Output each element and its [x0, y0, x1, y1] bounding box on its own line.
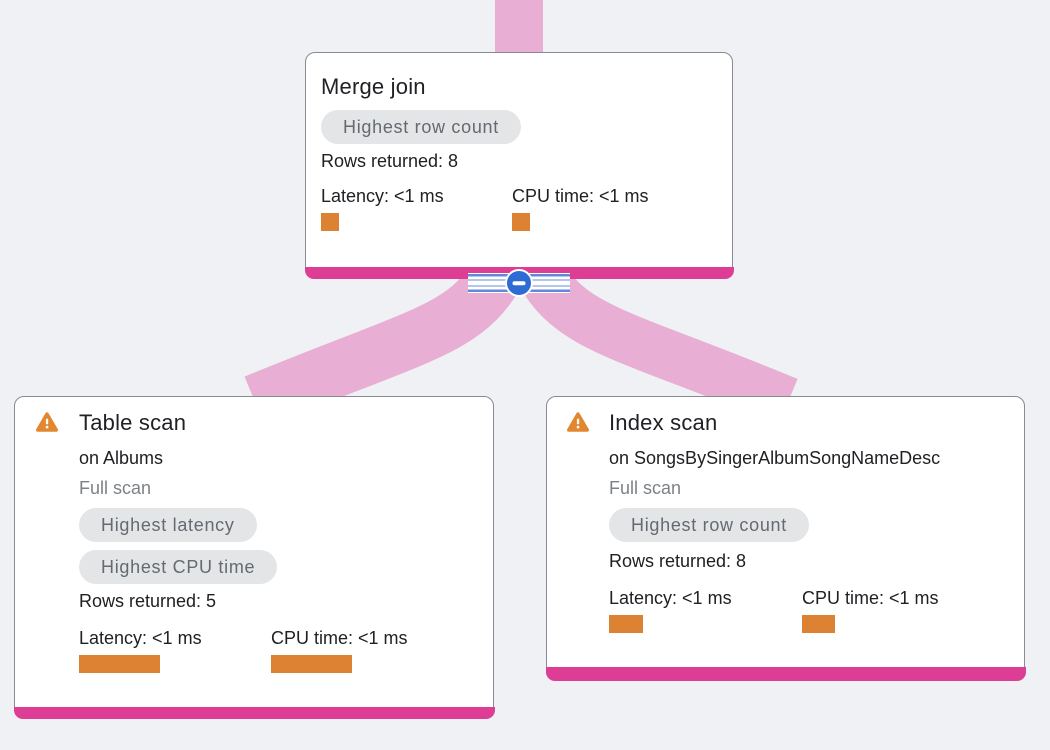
latency-bar	[609, 615, 643, 633]
minus-icon[interactable]	[505, 269, 533, 297]
scan-type: Full scan	[609, 478, 682, 498]
rows-returned: Rows returned: 8	[321, 151, 459, 171]
card-accent-bar	[13, 706, 495, 719]
node-title: Index scan	[609, 410, 718, 435]
warning-triangle-icon	[35, 410, 59, 434]
scan-target: on SongsBySingerAlbumSongNameDesc	[609, 448, 941, 468]
cpu-time-bar	[802, 615, 835, 633]
cpu-time-value: CPU time: <1 ms	[271, 628, 408, 648]
cpu-time-value: CPU time: <1 ms	[512, 186, 649, 206]
badge-highest-row-count: Highest row count	[321, 110, 521, 144]
badge-highest-row-count: Highest row count	[609, 508, 809, 542]
node-card-merge-join[interactable]: Merge join Highest row count Rows return…	[304, 52, 734, 279]
scan-type: Full scan	[79, 478, 152, 498]
node-title: Table scan	[79, 410, 187, 435]
cpu-time-bar	[512, 213, 530, 231]
cpu-time-value: CPU time: <1 ms	[802, 588, 939, 608]
latency-bar	[321, 213, 339, 231]
node-card-table-scan[interactable]: Table scan on Albums Full scan Highest l…	[13, 396, 495, 719]
node-title: Merge join	[321, 74, 426, 99]
cpu-time-bar	[271, 655, 352, 673]
latency-value: Latency: <1 ms	[609, 588, 732, 608]
card-accent-bar	[545, 666, 1026, 681]
badge-highest-latency: Highest latency	[79, 508, 257, 542]
node-card-index-scan[interactable]: Index scan on SongsBySingerAlbumSongName…	[545, 396, 1026, 681]
rows-returned: Rows returned: 5	[79, 591, 217, 611]
warning-triangle-icon	[566, 410, 590, 434]
latency-value: Latency: <1 ms	[79, 628, 202, 648]
latency-bar	[79, 655, 160, 673]
scan-target: on Albums	[79, 448, 164, 468]
collapse-children-button[interactable]	[468, 269, 570, 297]
edge-parent	[495, 0, 543, 58]
edge-to-index-scan	[518, 259, 798, 426]
latency-value: Latency: <1 ms	[321, 186, 444, 206]
badge-highest-cpu-time: Highest CPU time	[79, 550, 278, 584]
edge-to-table-scan	[244, 258, 523, 428]
rows-returned: Rows returned: 8	[609, 551, 747, 571]
